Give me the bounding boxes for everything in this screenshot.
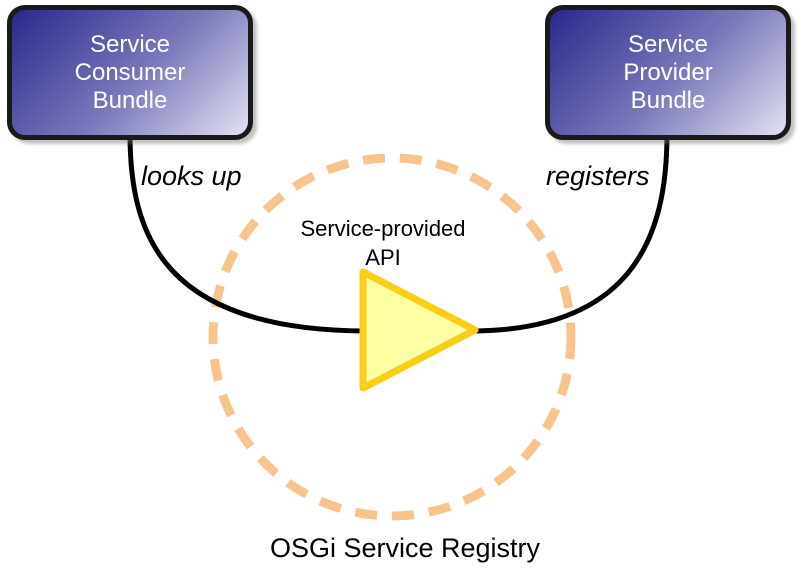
api-triangle-icon	[359, 268, 479, 392]
osgi-service-registry-caption: OSGi Service Registry	[269, 533, 541, 563]
service-registry-dashed-circle-icon	[208, 153, 576, 521]
service-consumer-bundle-box: Service Consumer Bundle	[7, 5, 253, 140]
registers-connector-line	[469, 133, 670, 334]
registers-label: registers	[546, 161, 650, 191]
service-provider-bundle-label: Service Provider Bundle	[623, 30, 713, 114]
service-provided-api-label: Service-provided API	[300, 216, 466, 270]
service-consumer-bundle-label: Service Consumer Bundle	[74, 30, 186, 114]
looks-up-connector-line	[127, 133, 369, 334]
looks-up-label: looks up	[141, 161, 242, 191]
service-provider-bundle-box: Service Provider Bundle	[545, 5, 791, 140]
